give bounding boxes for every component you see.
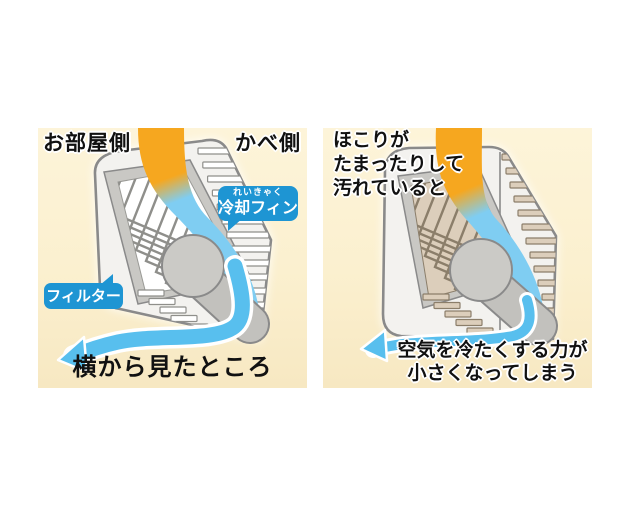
cooling-fin-label: 冷却フィン — [218, 197, 298, 217]
dust-note-line: たまったりして — [333, 152, 465, 175]
ac-side-view-dirty-illustration — [359, 128, 558, 363]
dust-note: ほこりが たまったりして 汚れていると — [333, 129, 465, 202]
cooling-fin-furigana: れいきゃく — [232, 188, 283, 198]
filter-label: フィルター — [46, 287, 121, 305]
cool-air-out-arrow — [56, 255, 254, 374]
room-side-label: お部屋側 — [43, 131, 131, 155]
weak-cool-air-out-arrow — [359, 292, 538, 363]
dust-note-line: 汚れていると — [333, 176, 447, 199]
cooling-fin-badge: れいきゃく 冷却フィン — [218, 186, 298, 232]
dust-note-line: ほこりが — [333, 129, 410, 151]
weak-cooling-caption-line: 小さくなってしまう — [407, 362, 578, 385]
side-view-caption: 横から見たところ — [72, 353, 273, 381]
weak-cooling-caption-line: 空気を冷たくする力が — [397, 339, 588, 361]
filter-badge: フィルター — [44, 274, 123, 309]
badge-pointer-tail — [100, 274, 113, 285]
badge-pointer-tail — [228, 218, 243, 232]
weak-airflow-stream — [435, 128, 543, 312]
ac-side-view-clean-illustration — [56, 128, 273, 374]
panel-clean-unit: お部屋側 かべ側 れいきゃく 冷却フィン フィルター 横から見たところ — [38, 128, 307, 388]
wall-side-label: かべ側 — [235, 131, 301, 155]
panel-dirty-unit: ほこりが たまったりして 汚れていると 空気を冷たくする力が 小さくなってしまう — [323, 128, 592, 388]
weak-cooling-caption: 空気を冷たくする力が 小さくなってしまう — [393, 339, 592, 385]
